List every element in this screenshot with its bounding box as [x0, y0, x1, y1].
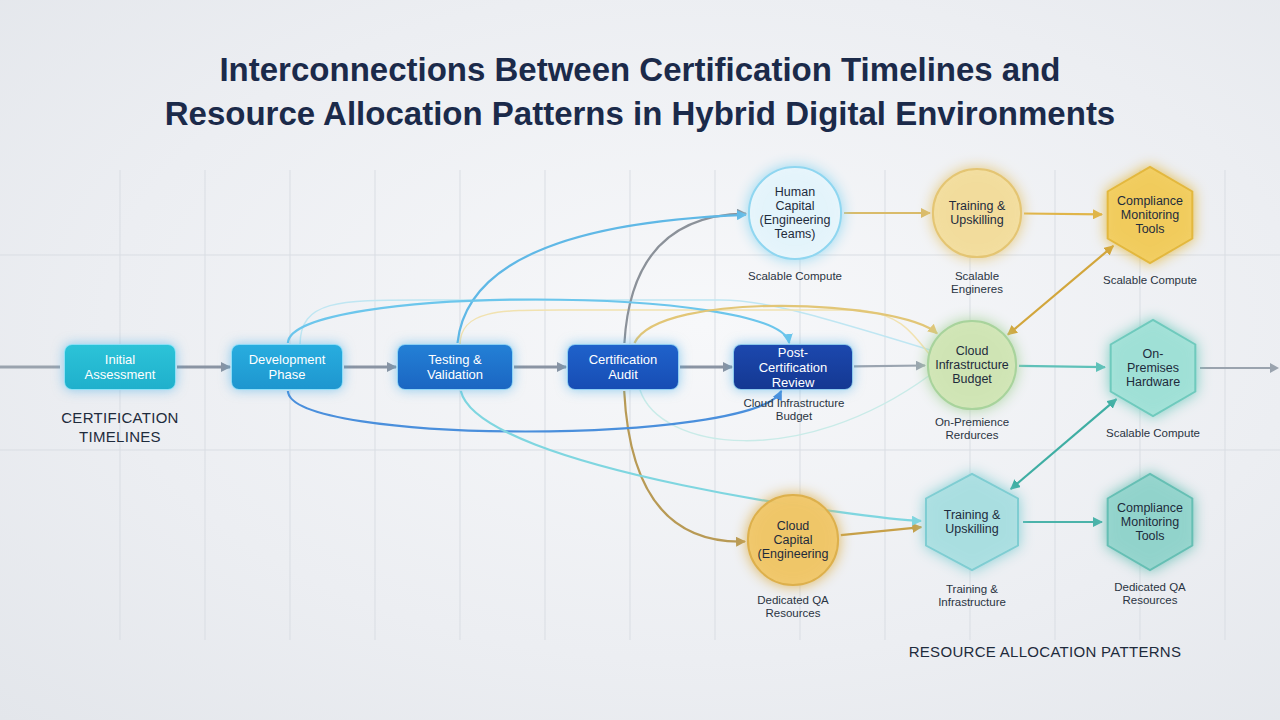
node-caption: Scalable Compute: [1078, 427, 1228, 440]
resource-circle: Cloud Capital (EngineeringDedicated QA R…: [747, 494, 839, 586]
node-caption: Scalable Compute: [1075, 274, 1225, 287]
process-box: Initial Assessment: [64, 344, 176, 390]
connector-arrow: [1024, 212, 1102, 215]
node-caption: Scalable Compute: [720, 270, 870, 283]
resource-circle: Training & UpskillingScalable Engineres: [932, 168, 1022, 258]
connector-arrow: [344, 366, 396, 369]
circle-fill: [928, 321, 1016, 409]
node-caption: Cloud Infrastructure Budget: [739, 397, 849, 423]
process-box: Certification Audit: [567, 344, 679, 390]
node-label: Cloud Capital (Engineering: [747, 494, 839, 586]
resource-circle: Human Capital (Engineering Teams)Scalabl…: [748, 166, 842, 260]
diagram-title: Interconnections Between Certification T…: [40, 48, 1240, 136]
connector-arrow: [288, 300, 789, 344]
connector-arrow: [854, 364, 925, 367]
connector-arrow: [635, 306, 938, 343]
process-box: Testing & Validation: [397, 344, 513, 390]
outflow-arrowhead: [1270, 363, 1279, 373]
outflow-line: [1200, 367, 1270, 369]
connector-arrow: [624, 391, 745, 542]
connector-arrow: [461, 391, 921, 521]
connector-arrow: [1023, 521, 1102, 523]
grid-lines: [0, 170, 1280, 640]
node-caption: Dedicated QA Resources: [1090, 581, 1210, 607]
connector-arrow: [1011, 399, 1117, 489]
process-box: Development Phase: [231, 344, 343, 390]
node-label: Certification Audit: [568, 345, 678, 389]
connector-arrow: [514, 366, 566, 369]
node-caption: On-Premience Rerdurces: [917, 416, 1027, 442]
resource-hexagon: Training & UpskillingTraining & Infrastr…: [922, 473, 1022, 571]
node-label: Compliance Monitoring Tools: [1104, 473, 1196, 571]
node-caption: Scalable Engineres: [932, 270, 1022, 296]
resource-hexagon: On-Premises HardwareScalable Compute: [1107, 319, 1199, 417]
resource-hexagon: Compliance Monitoring ToolsScalable Comp…: [1104, 166, 1196, 264]
node-label: Training & Upskilling: [922, 473, 1022, 571]
resource-hexagon: Compliance Monitoring ToolsDedicated QA …: [1104, 473, 1196, 571]
process-box: Post-Certification ReviewCloud Infrastru…: [733, 344, 853, 390]
node-label: Compliance Monitoring Tools: [1104, 166, 1196, 264]
connector-arrow: [844, 212, 930, 214]
connector-arrow: [680, 366, 732, 369]
circle-fill: [748, 495, 838, 585]
section-label: RESOURCE ALLOCATION PATTERNS: [860, 642, 1230, 661]
node-caption: Training & Infrastructure: [912, 583, 1032, 609]
section-label: CERTIFICATION TIMELINES: [45, 408, 195, 446]
circle-fill: [749, 167, 841, 259]
connector-arrow: [288, 391, 781, 432]
connector-arrow: [177, 366, 230, 369]
connector-arrow: [1019, 366, 1105, 367]
node-label: Initial Assessment: [65, 345, 175, 389]
node-label: Cloud Infrastructure Budget: [927, 320, 1017, 410]
connector-arrow: [841, 527, 922, 535]
node-caption: Dedicated QA Resources: [738, 594, 848, 620]
resource-circle: Cloud Infrastructure BudgetOn-Premience …: [927, 320, 1017, 410]
node-label: Development Phase: [232, 345, 342, 389]
node-label: Post-Certification Review: [734, 345, 852, 389]
node-label: On-Premises Hardware: [1107, 319, 1199, 417]
node-label: Testing & Validation: [398, 345, 512, 389]
timeline-lead-line: [0, 366, 60, 369]
node-label: Training & Upskilling: [932, 168, 1022, 258]
glow-line: [460, 310, 930, 355]
circle-fill: [933, 169, 1021, 257]
connector-arrow: [1008, 246, 1113, 335]
node-label: Human Capital (Engineering Teams): [748, 166, 842, 260]
connector-arrow: [624, 214, 746, 343]
connector-arrow: [458, 215, 747, 343]
